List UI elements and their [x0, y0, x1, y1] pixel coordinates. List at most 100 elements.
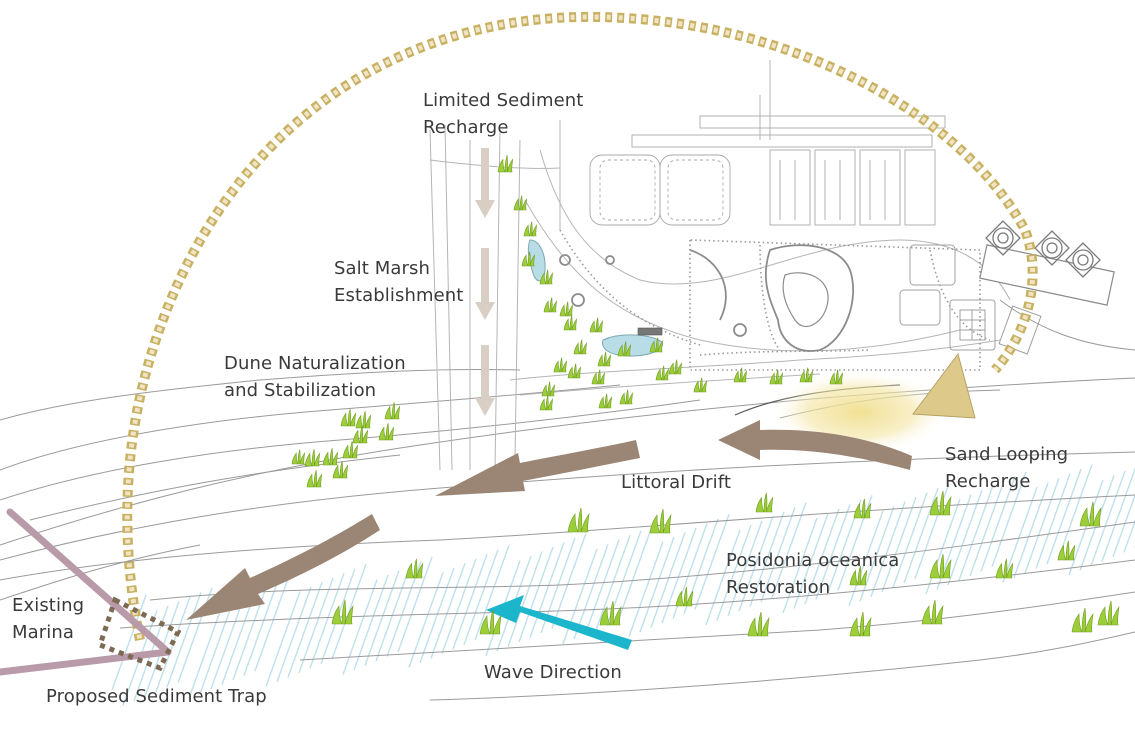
hatch-stroke [584, 539, 620, 636]
seagrass-tuft-icon [513, 195, 528, 211]
seagrass-tuft-icon [291, 449, 306, 465]
littoral-drift-arrows [186, 420, 912, 620]
label-proposed-sediment-trap: Proposed Sediment Trap [46, 686, 267, 707]
seagrass-tuft-icon [1079, 501, 1102, 527]
seagrass-tuft-icon [655, 365, 670, 381]
hatch-stroke [661, 527, 697, 624]
seagrass-tuft-icon [523, 221, 538, 237]
seagrass-tuft-icon [733, 367, 748, 383]
hatch-stroke [991, 471, 1027, 568]
seagrass-tuft-icon [567, 507, 590, 533]
seagrass-tuft-icon [649, 508, 672, 534]
hatch-stroke [969, 480, 1005, 577]
hatch-stroke [408, 572, 444, 668]
hatch-stroke [1013, 482, 1049, 578]
hatch-stroke [760, 506, 796, 603]
hatch-stroke [1112, 493, 1135, 558]
hatch-stroke [749, 511, 785, 607]
seagrass-tuft-icon [539, 269, 554, 285]
hatch-stroke [441, 558, 477, 655]
hatch-stroke [353, 574, 389, 671]
resort-buildings [589, 115, 946, 226]
hatch-stroke [529, 542, 565, 638]
seagrass-tuft-icon [1057, 540, 1076, 561]
label-line: Recharge [945, 471, 1031, 492]
seagrass-tuft-icon [573, 339, 588, 355]
seagrass-tuft-icon [921, 599, 944, 625]
seagrass-tuft-icon [929, 553, 952, 579]
seagrass-tuft-icon [322, 448, 339, 466]
seagrass-tuft-icon [649, 337, 664, 353]
hatch-stroke [507, 551, 543, 647]
hatch-stroke [287, 582, 323, 678]
seagrass-tuft-icon [853, 498, 872, 519]
sand-looping-triangle-icon [912, 352, 976, 419]
hatch-stroke [793, 513, 829, 609]
vegetation [291, 155, 1120, 637]
hatch-stroke [947, 489, 983, 586]
resort-landscape [559, 229, 991, 371]
hatch-stroke [419, 567, 455, 664]
seagrass-tuft-icon [829, 369, 844, 385]
seagrass-tuft-icon [497, 155, 514, 173]
hatch-stroke [815, 504, 851, 600]
hatch-stroke [595, 535, 631, 631]
label-line: Posidonia oceanica [726, 550, 900, 571]
hatch-stroke [474, 544, 510, 641]
label-littoral-drift: Littoral Drift [621, 472, 732, 493]
seagrass-tuft-icon [332, 461, 349, 479]
hatch-stroke [254, 575, 290, 672]
hatch-stroke [980, 476, 1016, 572]
label-limited-sediment-recharge: Limited Sediment Recharge [423, 87, 583, 141]
seagrass-tuft-icon [355, 411, 372, 429]
hatch-stroke [1002, 487, 1038, 583]
seagrass-tuft-icon [598, 393, 613, 409]
label-line: Marina [12, 622, 75, 643]
hatch-stroke [199, 598, 235, 694]
seagrass-tuft-icon [567, 363, 582, 379]
hatch-stroke [1024, 477, 1060, 574]
hatch-stroke [892, 492, 928, 588]
seagrass-tuft-icon [849, 611, 872, 637]
seagrass-tuft-icon [675, 586, 694, 607]
seagrass-tuft-icon [599, 600, 622, 626]
seagrass-tuft-icon [539, 395, 554, 411]
label-wave-direction: Wave Direction [484, 662, 622, 683]
seagrass-tuft-icon [1097, 600, 1120, 626]
hatch-stroke [1123, 519, 1135, 553]
seagrass-tuft-icon [995, 558, 1014, 579]
seagrass-tuft-icon [591, 369, 606, 385]
wave-direction-arrow [486, 595, 632, 650]
seagrass-tuft-icon [597, 351, 612, 367]
hatch-stroke [870, 501, 906, 597]
seagrass-tuft-icon [668, 359, 683, 375]
seagrass-tuft-icon [543, 297, 558, 313]
seagrass-tuft-icon [559, 301, 574, 317]
hatch-stroke [958, 485, 994, 581]
hatch-stroke [804, 508, 840, 605]
proposed-sediment-trap [96, 596, 182, 672]
label-salt-marsh-establishment: Salt Marsh Establishment [334, 255, 463, 309]
seagrass-tuft-icon [541, 381, 556, 397]
seagrass-tuft-icon [619, 389, 634, 405]
seagrass-tuft-icon [340, 409, 357, 427]
seagrass-tuft-icon [563, 315, 578, 331]
pier-pavilions [985, 220, 1101, 278]
seagrass-tuft-icon [849, 565, 868, 586]
label-line: Limited Sediment [423, 90, 584, 111]
arc-highlight [124, 14, 1036, 641]
hatch-stroke [342, 579, 378, 675]
hatch-stroke [727, 520, 763, 616]
hatch-stroke [188, 602, 224, 699]
hatch-stroke [298, 577, 334, 674]
seagrass-tuft-icon [306, 470, 323, 488]
label-line: Sand Looping [945, 444, 1069, 465]
seagrass-tuft-icon [521, 251, 536, 267]
hatch-stroke [628, 541, 664, 637]
hatch-stroke [903, 487, 939, 584]
seagrass-tuft-icon [352, 426, 369, 444]
hatch-stroke [111, 594, 147, 691]
label-line: Establishment [334, 285, 464, 306]
coast-contours [0, 299, 1135, 701]
hatch-stroke [859, 506, 895, 602]
